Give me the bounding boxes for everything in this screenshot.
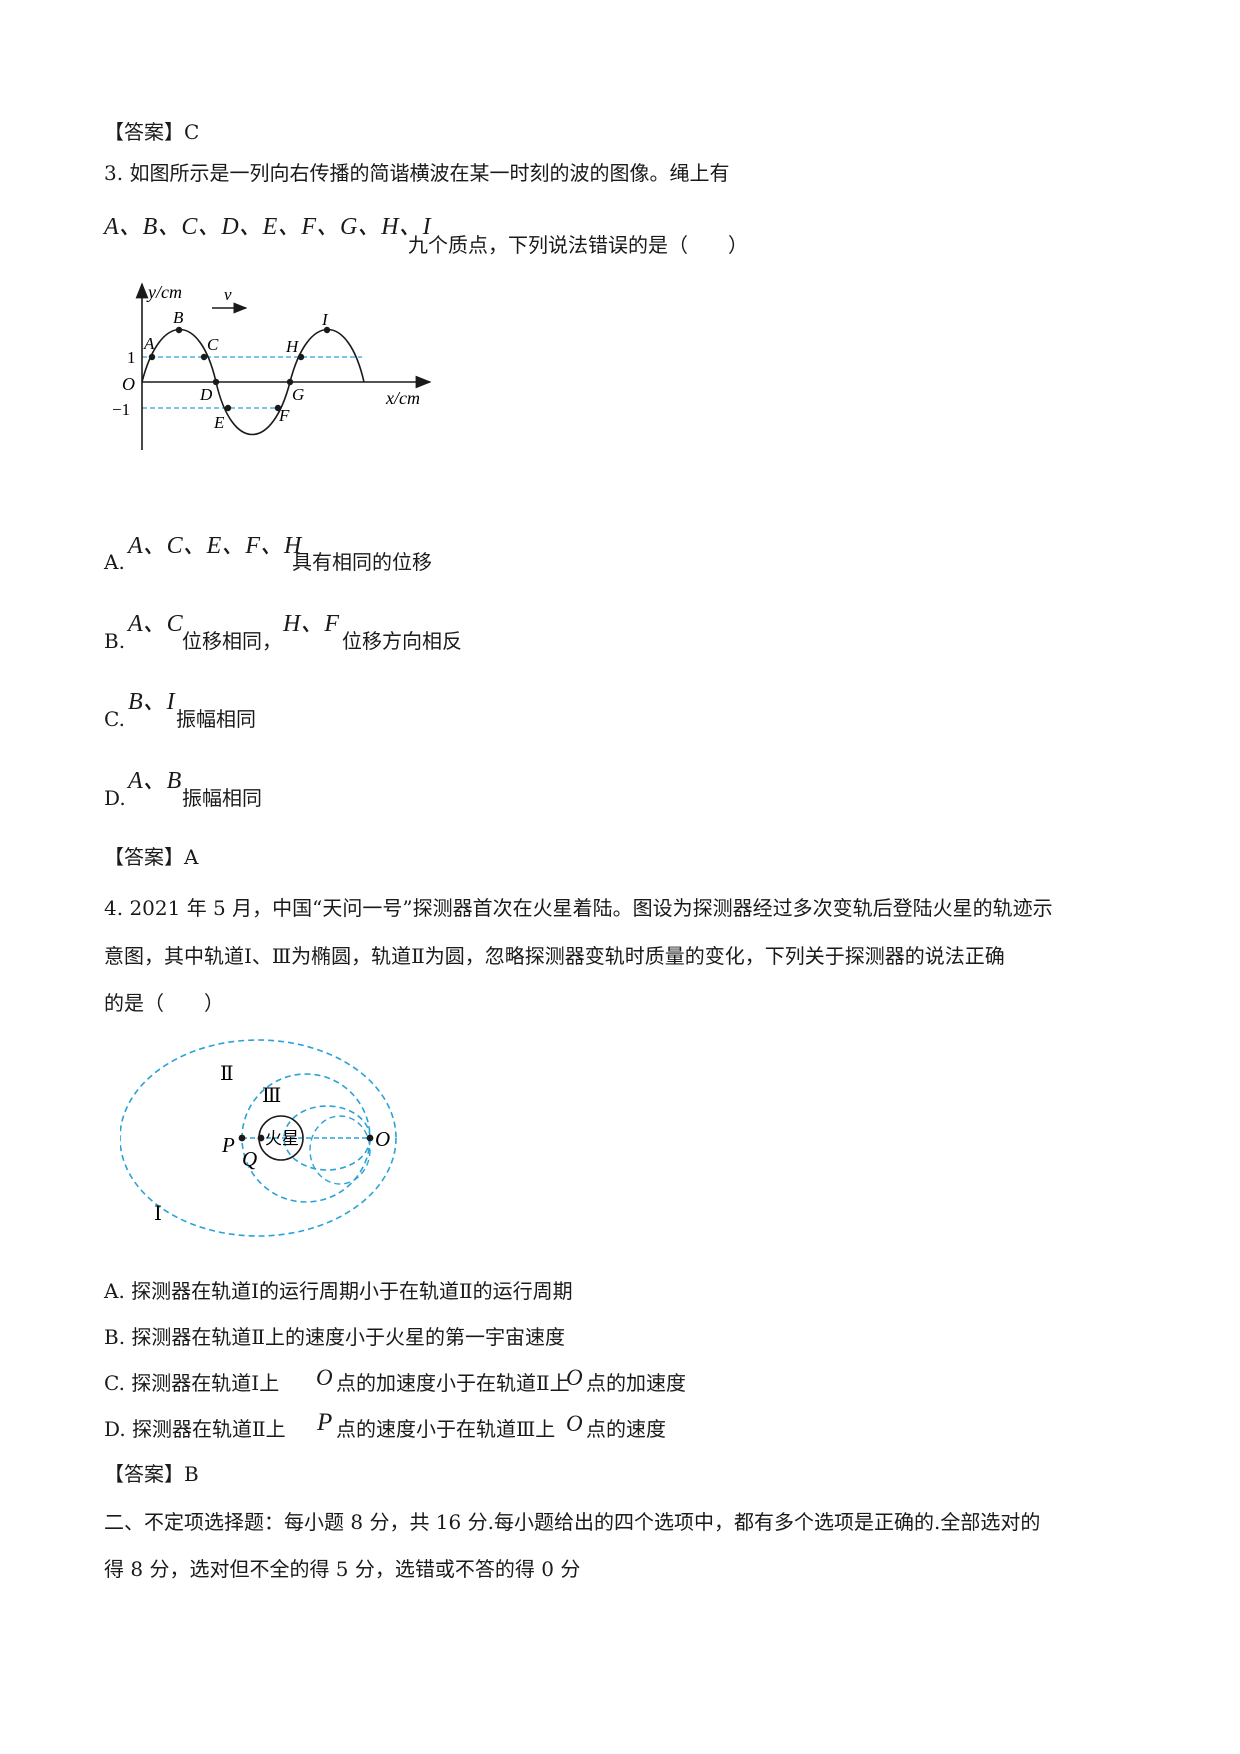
label-C: C — [207, 335, 219, 354]
q4-stem-line1: 4. 2021 年 5 月，中国“天问一号”探测器首次在火星着陆。图设为探测器经… — [104, 896, 1053, 920]
q3-option-d-letter: D. — [104, 786, 126, 810]
label-B: B — [173, 308, 184, 327]
label-H: H — [285, 337, 300, 356]
q4-option-b: B. 探测器在轨道Ⅱ上的速度小于火星的第一宇宙速度 — [104, 1325, 566, 1349]
point-B — [175, 326, 183, 334]
q4-stem-line2: 意图，其中轨道Ⅰ、Ⅲ为椭圆，轨道Ⅱ为圆，忽略探测器变轨时质量的变化，下列关于探测… — [104, 944, 1005, 968]
label-I: I — [321, 310, 329, 329]
q3-option-b-letter: B. — [104, 629, 126, 653]
label-F: F — [278, 406, 290, 425]
q4-option-d-text1: D. 探测器在轨道Ⅱ上 — [104, 1417, 286, 1441]
point-H — [297, 353, 305, 361]
q4-option-c-text3: 点的加速度 — [586, 1371, 686, 1395]
q4-stem-line3: 的是（ ） — [104, 991, 224, 1015]
wave-figure: y/cm x/cm v O 1 −1 A B C D E F G H I — [112, 282, 432, 450]
q3-option-b-text1: 位移相同， — [182, 629, 282, 653]
point-E — [224, 404, 232, 412]
q2-answer: 【答案】C — [104, 120, 200, 144]
label-G: G — [292, 385, 304, 404]
q3-option-a-math: A、C、E、F、H — [128, 533, 302, 559]
q4-option-d-text3: 点的速度 — [586, 1417, 666, 1441]
tick-pos-label: 1 — [127, 348, 136, 367]
point-P-label: P — [221, 1133, 235, 1157]
orbit-3-lower — [309, 1115, 371, 1185]
section2-line2: 得 8 分，选对但不全的得 5 分，选错或不答的得 0 分 — [104, 1557, 581, 1581]
point-Q — [257, 1134, 265, 1142]
q3-option-d-math: A、B — [128, 768, 182, 794]
q4-option-d-math1: P — [317, 1409, 333, 1436]
point-Q-label: Q — [242, 1147, 257, 1171]
q3-option-a-text: 具有相同的位移 — [292, 550, 432, 574]
q3-option-c-text: 振幅相同 — [176, 707, 256, 731]
label-D: D — [199, 385, 213, 404]
x-axis-label: x/cm — [385, 388, 420, 408]
section2-line1: 二、不定项选择题：每小题 8 分，共 16 分.每小题给出的四个选项中，都有多个… — [104, 1510, 1041, 1534]
q3-option-c-math: B、I — [128, 689, 175, 715]
orbit-1 — [120, 1039, 397, 1237]
point-F — [274, 404, 282, 412]
q4-option-a: A. 探测器在轨道Ⅰ的运行周期小于在轨道Ⅱ的运行周期 — [104, 1279, 573, 1303]
orbit-1-label: Ⅰ — [154, 1203, 162, 1225]
tick-neg-label: −1 — [112, 400, 130, 419]
q4-answer: 【答案】B — [104, 1462, 199, 1486]
q3-option-b-text2: 位移方向相反 — [342, 629, 462, 653]
point-P — [238, 1134, 246, 1142]
q3-option-d-text: 振幅相同 — [182, 786, 262, 810]
q4-option-d-math2: O — [566, 1411, 583, 1436]
q3-answer: 【答案】A — [104, 845, 199, 869]
point-C — [200, 353, 208, 361]
q3-option-a-letter: A. — [104, 550, 125, 574]
point-O-label: O — [375, 1127, 390, 1151]
label-A: A — [143, 334, 155, 353]
velocity-label: v — [224, 285, 232, 304]
q4-option-d-text2: 点的速度小于在轨道Ⅲ上 — [336, 1417, 556, 1441]
origin-label: O — [122, 374, 135, 394]
label-E: E — [213, 413, 225, 432]
q4-option-c-text1: C. 探测器在轨道Ⅰ上 — [104, 1371, 280, 1395]
point-D — [212, 378, 220, 386]
point-O — [366, 1134, 374, 1142]
q3-points-math: A、B、C、D、E、F、G、H、I — [104, 214, 431, 240]
orbit-2-label: Ⅱ — [220, 1063, 234, 1085]
q4-option-c-text2: 点的加速度小于在轨道Ⅱ上 — [336, 1371, 570, 1395]
point-G — [286, 378, 294, 386]
q3-option-c-letter: C. — [104, 707, 125, 731]
q4-option-c-math1: O — [316, 1365, 333, 1390]
mars-label: 火星 — [265, 1129, 299, 1149]
orbit-figure: Ⅰ Ⅱ Ⅲ P Q O 火星 — [120, 1039, 397, 1237]
orbit-3-label: Ⅲ — [262, 1085, 281, 1107]
point-I — [323, 326, 331, 334]
point-A — [148, 353, 156, 361]
q3-stem-line2: 九个质点，下列说法错误的是（ ） — [408, 233, 748, 257]
q3-option-b-math1: A、C — [128, 611, 183, 637]
q3-stem-line1: 3. 如图所示是一列向右传播的简谐横波在某一时刻的波的图像。绳上有 — [104, 161, 730, 185]
q3-option-b-math2: H、F — [283, 611, 339, 637]
q4-option-c-math2: O — [566, 1365, 583, 1390]
y-axis-label: y/cm — [146, 282, 182, 302]
